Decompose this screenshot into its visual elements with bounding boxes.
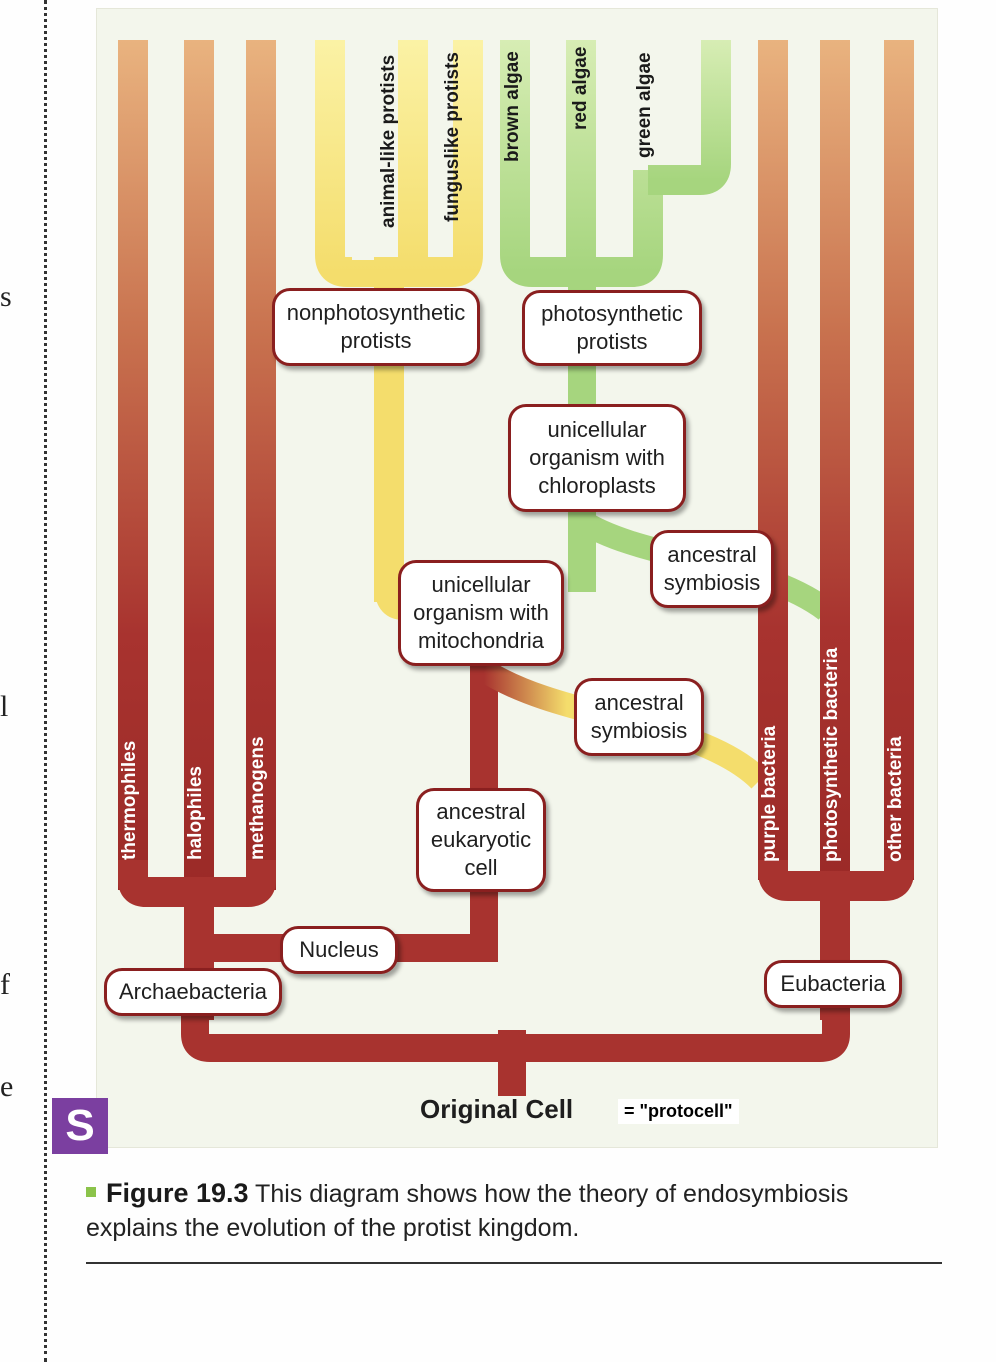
label-photosynthetic-bacteria: photosynthetic bacteria — [821, 647, 842, 862]
node-ancestral-symbiosis-mitochondria: ancestral symbiosis — [574, 678, 704, 756]
margin-letter: s — [0, 280, 12, 313]
node-nonphotosynthetic-protists: nonphotosynthetic protists — [272, 288, 480, 366]
methanogens-branch — [246, 40, 276, 890]
thermophiles-branch — [118, 40, 148, 890]
node-photosynthetic-protists: photosynthetic protists — [522, 290, 702, 366]
label-other-bacteria: other bacteria — [885, 736, 906, 862]
fork-gap — [352, 40, 374, 260]
margin-letter: l — [0, 690, 9, 723]
red-algae-branch — [566, 40, 596, 272]
node-eubacteria: Eubacteria — [764, 960, 902, 1008]
root-label: Original Cell — [420, 1094, 574, 1124]
label-green-algae: green algae — [634, 52, 655, 158]
label-brown-algae: brown algae — [502, 51, 523, 162]
caption-rule — [86, 1262, 942, 1264]
green-algae-branch — [648, 40, 731, 195]
node-unicellular-chloroplasts: unicellular organism with chloroplasts — [508, 404, 686, 512]
label-halophiles: halophiles — [185, 766, 206, 860]
other-bacteria-branch — [884, 40, 914, 880]
label-thermophiles: thermophiles — [119, 740, 140, 860]
photosynthetic-bacteria-branch — [820, 40, 850, 880]
label-funguslike-protists: funguslike protists — [442, 52, 463, 222]
margin-letter: f — [0, 968, 10, 1001]
section-badge: S — [52, 1098, 108, 1154]
label-red-algae: red algae — [570, 46, 591, 130]
margin-letter: e — [0, 1070, 14, 1103]
figure-number: Figure 19.3 — [106, 1178, 249, 1208]
figure-caption: Figure 19.3 This diagram shows how the t… — [86, 1176, 936, 1245]
label-animal-like-protists: animal-like protists — [378, 54, 399, 228]
protocell-note: = "protocell" — [618, 1099, 739, 1124]
purple-bacteria-branch — [758, 40, 788, 880]
node-nucleus: Nucleus — [280, 926, 398, 974]
caption-bullet-icon — [86, 1187, 96, 1198]
node-archaebacteria: Archaebacteria — [104, 968, 282, 1016]
caption-text: This diagram shows how the theory of end… — [86, 1180, 849, 1242]
node-ancestral-eukaryotic-cell: ancestral eukaryotic cell — [416, 788, 546, 892]
label-methanogens: methanogens — [247, 736, 268, 860]
label-purple-bacteria: purple bacteria — [759, 725, 780, 862]
dotted-margin-line — [44, 0, 47, 1362]
root-bar — [181, 1016, 850, 1062]
funguslike-branch — [398, 40, 428, 272]
halophiles-branch — [184, 40, 214, 890]
node-unicellular-mitochondria: unicellular organism with mitochondria — [398, 560, 564, 666]
node-ancestral-symbiosis-chloroplast: ancestral symbiosis — [650, 530, 774, 608]
